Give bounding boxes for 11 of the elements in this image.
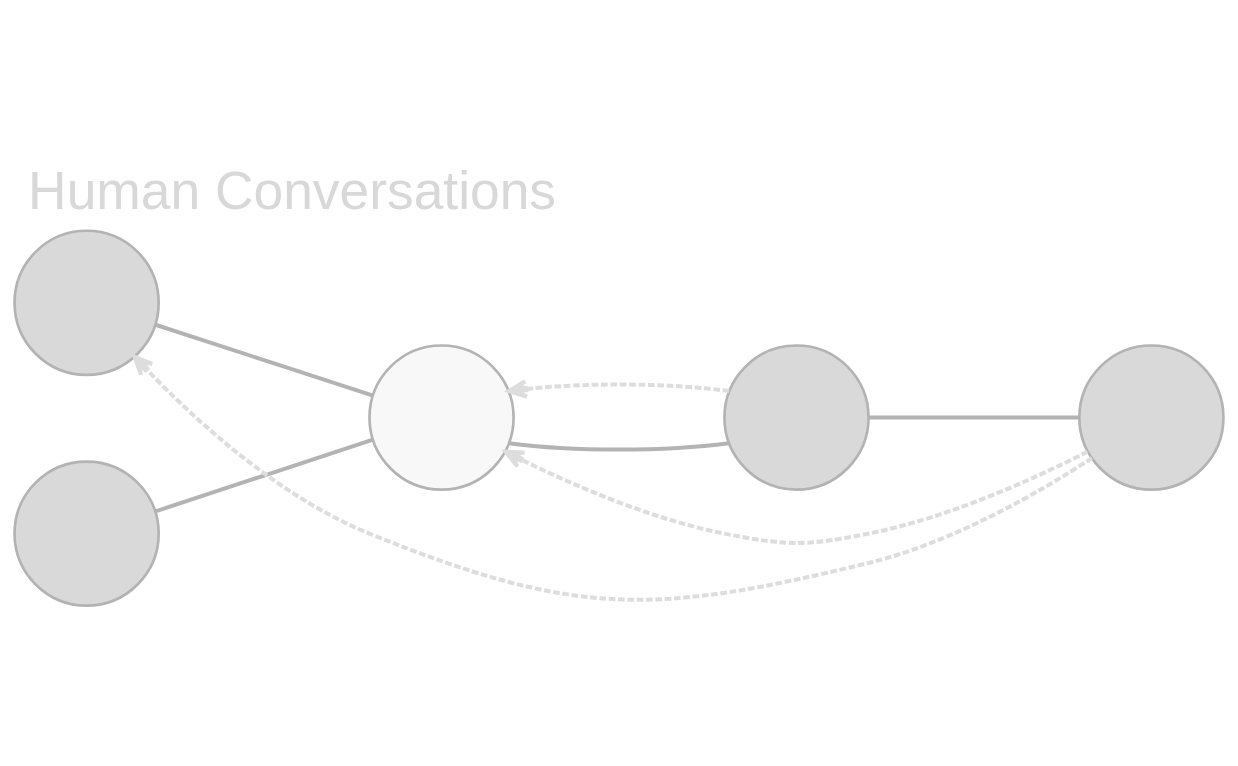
node-circle [723,343,870,491]
arrow [132,354,1093,602]
node-circle [13,459,160,607]
connector [508,440,729,452]
node-circle [1078,343,1225,491]
connector [868,415,1080,419]
arrow [503,449,1089,545]
connector [154,437,374,513]
node-circle [368,343,515,491]
connector [154,322,373,397]
arrow [506,378,730,399]
